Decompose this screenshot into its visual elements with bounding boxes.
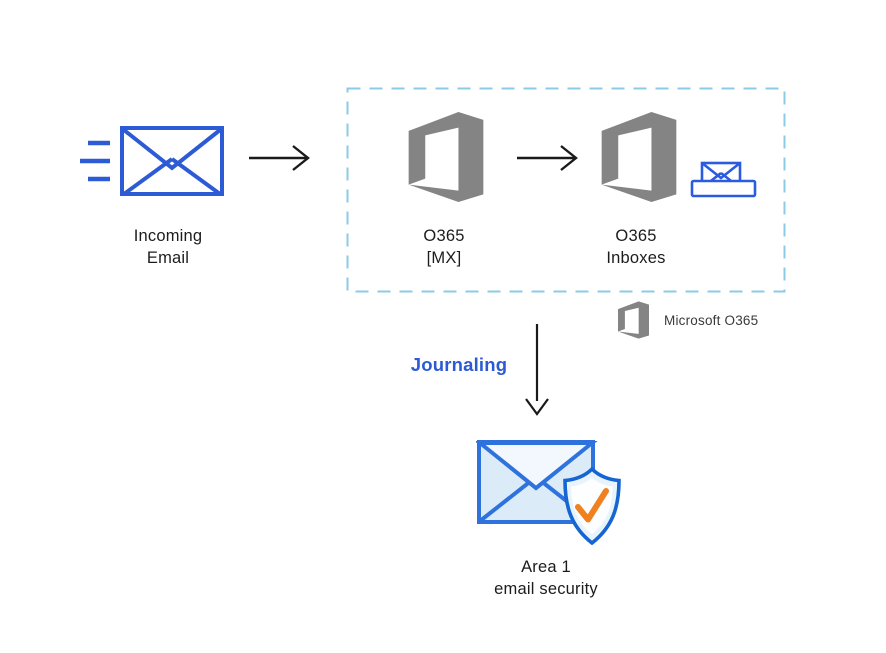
arrow-down-icon [525,324,549,416]
o365-inboxes-label-line2: Inboxes [606,249,666,267]
journaling-label: Journaling [410,354,508,375]
area1-envelope-shield-icon [476,440,621,546]
legend-label: Microsoft O365 [664,312,759,328]
arrow-right-icon [249,145,310,171]
inbox-tray-envelope-icon [690,161,757,198]
legend-microsoft-o365: Microsoft O365 [618,301,758,339]
area1-label: Area 1 email security [466,556,626,600]
incoming-email-label-line1: Incoming [133,227,203,245]
o365-boundary-box [346,87,786,293]
area1-label-line1: Area 1 [521,558,571,576]
o365-inboxes-label: O365 Inboxes [576,225,696,269]
o365-mx-logo-icon [408,112,484,202]
o365-inboxes-label-line1: O365 [615,227,657,245]
o365-inboxes-logo-icon [601,112,677,202]
o365-legend-logo-icon [618,301,649,339]
o365-mx-label: O365 [MX] [384,225,504,269]
arrow-right-icon [517,145,578,171]
incoming-email-label: Incoming Email [108,225,228,269]
area1-label-line2: email security [494,580,598,598]
o365-mx-label-line1: O365 [423,227,465,245]
shield-check-icon [563,466,621,546]
incoming-email-envelope-icon [80,126,224,196]
o365-mx-label-line2: [MX] [426,249,462,267]
incoming-email-label-line2: Email [146,249,190,267]
